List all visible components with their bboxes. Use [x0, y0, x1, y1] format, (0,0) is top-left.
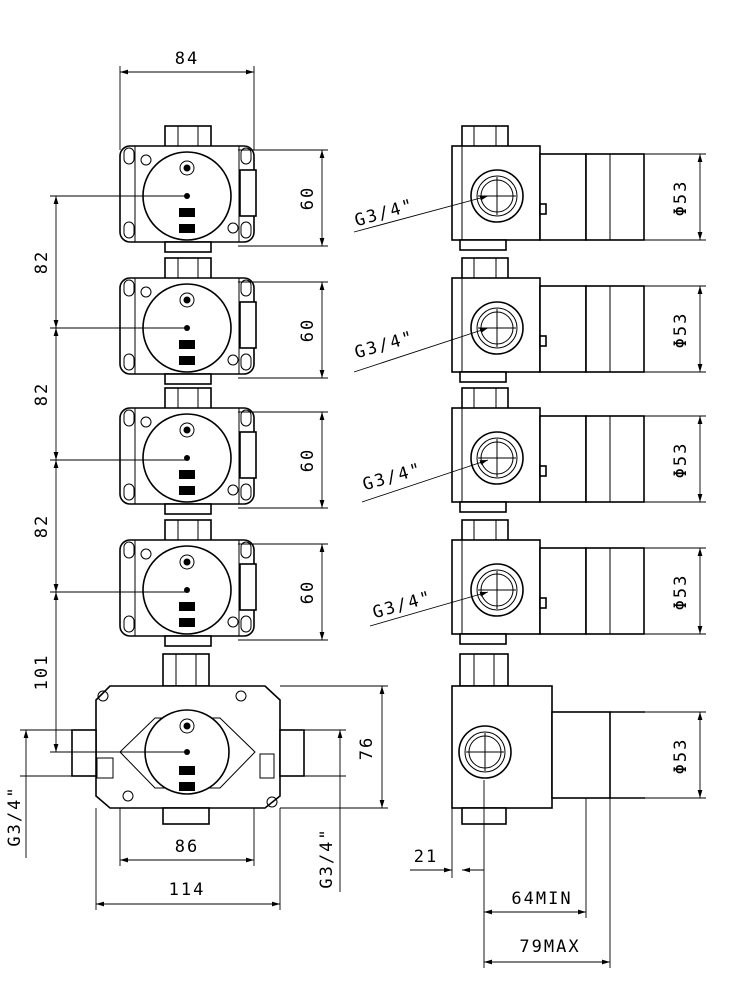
- diameter-5: Φ53: [671, 738, 691, 775]
- side-thread-4: G3/4": [370, 587, 434, 623]
- thread-right-label: G3/4": [317, 827, 337, 888]
- dim-21: 21: [414, 847, 438, 867]
- front-module-1: [119, 125, 257, 253]
- dim-101: 101: [32, 654, 52, 691]
- side-module-2: [451, 257, 645, 383]
- side-module-4: [451, 519, 645, 645]
- diameter-1: Φ53: [671, 180, 691, 217]
- thread-left-label: G3/4": [5, 785, 25, 846]
- front-module-4: [119, 519, 257, 647]
- dim-114: 114: [169, 880, 206, 900]
- side-thread-2: G3/4": [352, 327, 416, 363]
- dim-60-c: 60: [298, 448, 318, 472]
- side-module-1: [451, 125, 645, 251]
- dim-60-b: 60: [298, 318, 318, 342]
- dim-82-a: 82: [32, 250, 52, 274]
- diameter-4: Φ53: [671, 574, 691, 611]
- dim-76: 76: [357, 736, 377, 760]
- side-thread-3: G3/4": [360, 459, 424, 495]
- diameter-2: Φ53: [671, 312, 691, 349]
- side-thread-1: G3/4": [352, 195, 416, 231]
- dim-86: 86: [175, 837, 199, 857]
- front-bottom-body: [71, 653, 305, 825]
- dim-82-b: 82: [32, 382, 52, 406]
- side-bottom-body: [451, 653, 645, 825]
- dimension-lines: [20, 66, 706, 968]
- front-module-3: [119, 387, 257, 515]
- side-module-3: [451, 387, 645, 513]
- dim-60-a: 60: [298, 186, 318, 210]
- diameter-3: Φ53: [671, 442, 691, 479]
- dim-64min: 64MIN: [511, 889, 572, 909]
- dim-84: 84: [175, 49, 199, 69]
- dim-79max: 79MAX: [519, 937, 580, 957]
- front-module-2: [119, 257, 257, 385]
- dim-60-d: 60: [298, 580, 318, 604]
- dim-82-c: 82: [32, 514, 52, 538]
